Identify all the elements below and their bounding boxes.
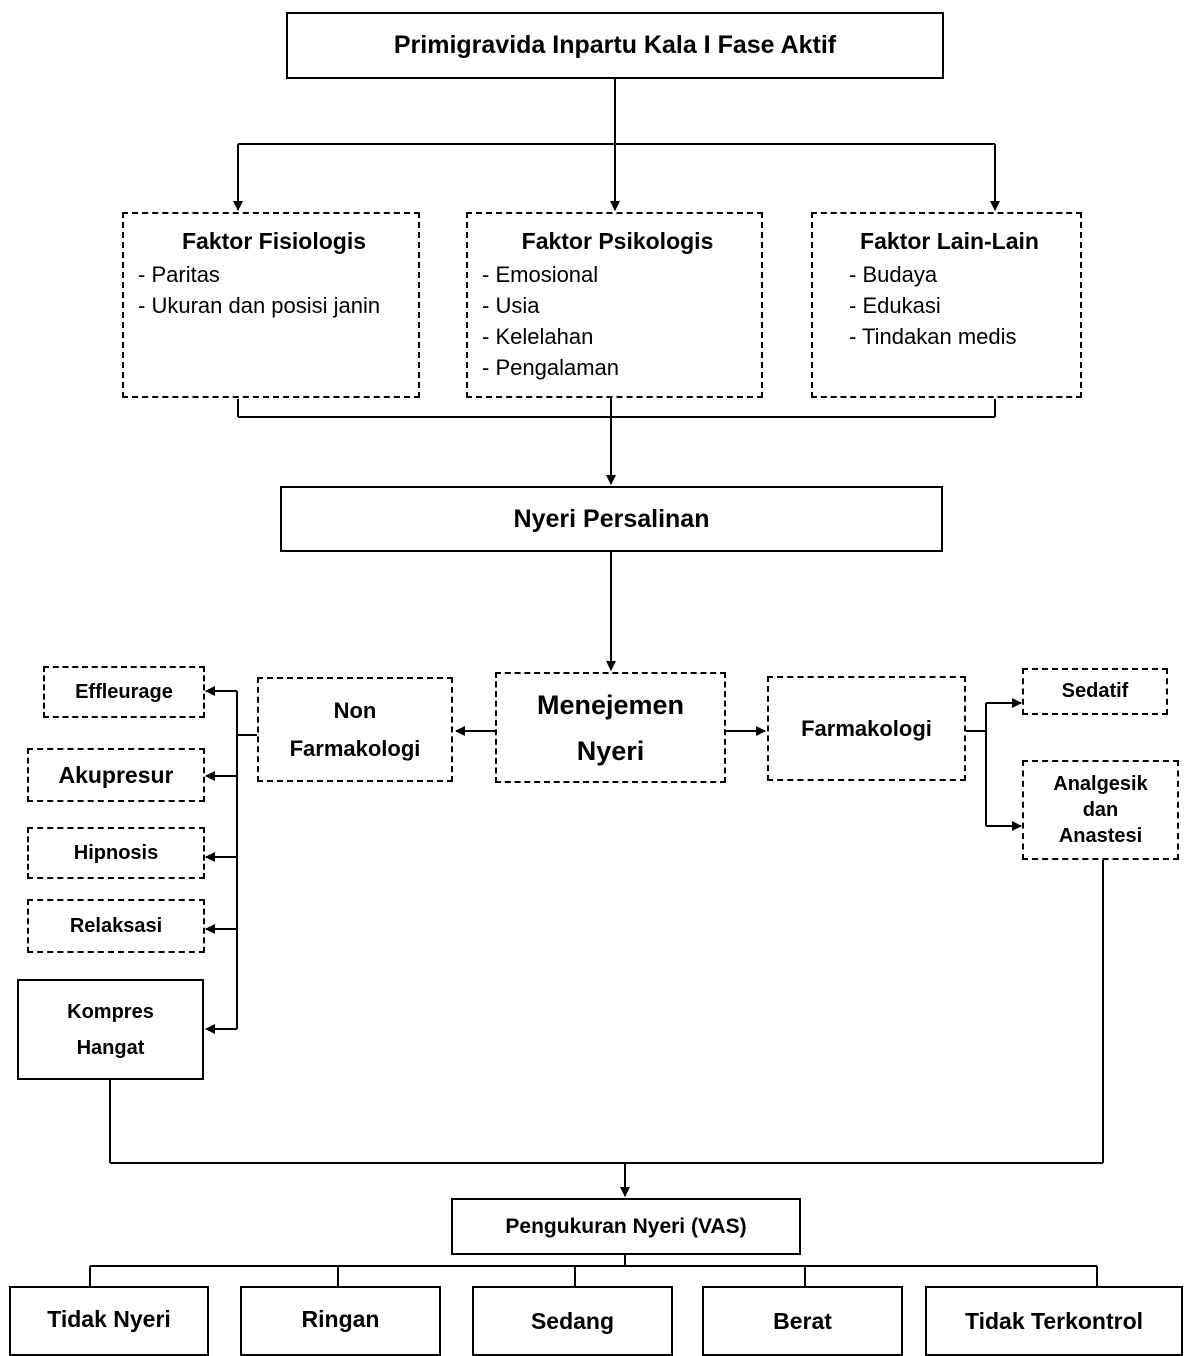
analgesic-line-2: dan [1082, 799, 1119, 821]
factor-physiological: Faktor Fisiologis Paritas Ukuran dan pos… [122, 212, 420, 398]
scale-no-pain: Tidak Nyeri [9, 1286, 209, 1356]
analgesic-line-1: Analgesik [1053, 773, 1148, 795]
warm-compress-line-2: Hangat [76, 1036, 145, 1059]
pain-measurement-box: Pengukuran Nyeri (VAS) [451, 1198, 801, 1255]
factor-item: Emosional [482, 259, 753, 290]
factor-item: Paritas [138, 259, 410, 290]
warm-compress-box: Kompres Hangat [17, 979, 204, 1080]
factor-item: Ukuran dan posisi janin [138, 290, 410, 321]
labor-pain-box: Nyeri Persalinan [280, 486, 943, 552]
non-pharma-line-2: Farmakologi [289, 735, 421, 761]
warm-compress-line-1: Kompres [67, 1000, 154, 1023]
non-pharmacological-box: Non Farmakologi [257, 677, 453, 782]
pharmacological-box: Farmakologi [767, 676, 966, 781]
scale-mild: Ringan [240, 1286, 441, 1356]
relaxation-box: Relaksasi [27, 899, 205, 953]
scale-severe: Berat [702, 1286, 903, 1356]
factor-title: Faktor Lain-Lain [860, 228, 1039, 254]
analgesic-anesthesia-box: Analgesik dan Anastesi [1022, 760, 1179, 860]
factor-item: Budaya [849, 259, 1072, 290]
factor-item: Pengalaman [482, 352, 753, 383]
factor-item: Tindakan medis [849, 321, 1072, 352]
non-pharma-line-1: Non [333, 697, 377, 723]
sedative-box: Sedatif [1022, 668, 1168, 715]
factor-title: Faktor Fisiologis [181, 228, 367, 254]
factor-others: Faktor Lain-Lain Budaya Edukasi Tindakan… [811, 212, 1082, 398]
analgesic-line-3: Anastesi [1058, 825, 1143, 847]
factor-item: Kelelahan [482, 321, 753, 352]
hypnosis-box: Hipnosis [27, 827, 205, 879]
effleurage-box: Effleurage [43, 666, 205, 718]
acupressure-box: Akupresur [27, 748, 205, 802]
management-line-1: Menejemen [536, 689, 685, 720]
factor-item: Usia [482, 290, 753, 321]
factor-title: Faktor Psikologis [521, 228, 714, 254]
scale-uncontrolled: Tidak Terkontrol [925, 1286, 1183, 1356]
factor-psychological: Faktor Psikologis Emosional Usia Kelelah… [466, 212, 763, 398]
scale-moderate: Sedang [472, 1286, 673, 1356]
management-line-2: Nyeri [576, 735, 645, 766]
factor-item: Edukasi [849, 290, 1072, 321]
pain-management-box: Menejemen Nyeri [495, 672, 726, 783]
title-box: Primigravida Inpartu Kala I Fase Aktif [286, 12, 944, 79]
